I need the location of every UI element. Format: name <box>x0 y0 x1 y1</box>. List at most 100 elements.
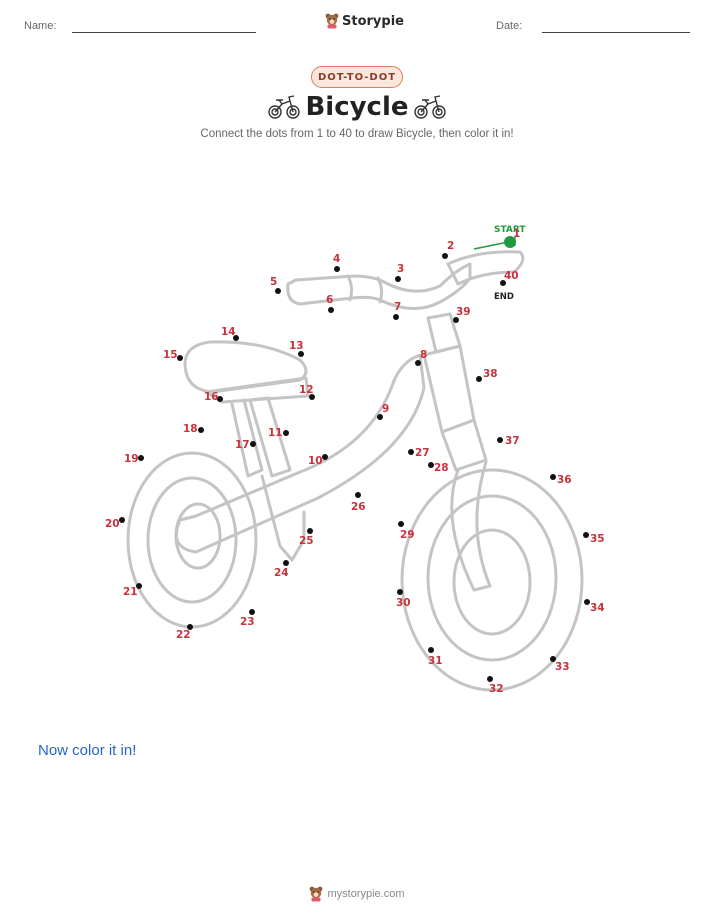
numbered-dots: 1234567891011121314151617181920212223242… <box>105 228 605 695</box>
dot-label-3: 3 <box>397 263 404 275</box>
color-prompt: Now color it in! <box>38 742 137 759</box>
dot-28 <box>428 462 434 468</box>
dot-16 <box>217 396 223 402</box>
dot-29 <box>398 521 404 527</box>
dot-label-12: 12 <box>299 384 314 396</box>
dot-38 <box>476 376 482 382</box>
start-marker: START <box>473 225 526 250</box>
dot-label-11: 11 <box>268 427 283 439</box>
dot-label-23: 23 <box>240 616 255 628</box>
dot-17 <box>250 441 256 447</box>
dot-18 <box>198 427 204 433</box>
bicycle-icon <box>268 95 300 119</box>
dot-label-16: 16 <box>204 391 219 403</box>
dot-40 <box>500 280 506 286</box>
dot-9 <box>377 414 383 420</box>
dot-label-22: 22 <box>176 629 191 641</box>
dot-34 <box>584 599 590 605</box>
dot-label-15: 15 <box>163 349 178 361</box>
dot-8 <box>415 360 421 366</box>
dot-label-28: 28 <box>434 462 449 474</box>
dot-label-2: 2 <box>447 240 454 252</box>
dot-32 <box>487 676 493 682</box>
dot-25 <box>307 528 313 534</box>
dot-37 <box>497 437 503 443</box>
dot-label-30: 30 <box>396 597 411 609</box>
dot-5 <box>275 288 281 294</box>
dot-15 <box>177 355 183 361</box>
dot-4 <box>334 266 340 272</box>
dot-11 <box>283 430 289 436</box>
dot-7 <box>393 314 399 320</box>
footer-url: mystorypie.com <box>327 888 405 900</box>
dot-label-4: 4 <box>333 253 340 265</box>
dot-label-34: 34 <box>590 602 605 614</box>
dot-label-31: 31 <box>428 655 443 667</box>
end-label: END <box>494 292 514 302</box>
dot-20 <box>119 517 125 523</box>
dot-19 <box>138 455 144 461</box>
dot-3 <box>395 276 401 282</box>
date-label: Date: <box>496 20 523 32</box>
dot-26 <box>355 492 361 498</box>
dot-12 <box>309 394 315 400</box>
instructions: Connect the dots from 1 to 40 to draw Bi… <box>200 128 514 140</box>
dot-21 <box>136 583 142 589</box>
dot-label-21: 21 <box>123 586 138 598</box>
dot-35 <box>583 532 589 538</box>
dot-label-8: 8 <box>420 349 427 361</box>
dot-33 <box>550 656 556 662</box>
bear-mascot-icon <box>310 886 323 902</box>
dot-2 <box>442 253 448 259</box>
dot-label-38: 38 <box>483 368 498 380</box>
dot-6 <box>328 307 334 313</box>
dot-label-13: 13 <box>289 340 304 352</box>
dot-36 <box>550 474 556 480</box>
dot-label-10: 10 <box>308 455 323 467</box>
dot-label-29: 29 <box>400 529 415 541</box>
dot-13 <box>298 351 304 357</box>
dot-23 <box>249 609 255 615</box>
dot-label-36: 36 <box>557 474 572 486</box>
dot-label-37: 37 <box>505 435 520 447</box>
dot-27 <box>408 449 414 455</box>
dot-label-35: 35 <box>590 533 605 545</box>
dot-label-19: 19 <box>124 453 139 465</box>
bicycle-icon <box>414 95 446 119</box>
dot-label-20: 20 <box>105 518 120 530</box>
brand-name: Storypie <box>342 13 404 29</box>
name-label: Name: <box>24 20 57 32</box>
dot-label-6: 6 <box>326 294 333 306</box>
date-line[interactable] <box>542 32 690 33</box>
bicycle-outline <box>126 250 584 692</box>
dot-label-17: 17 <box>235 439 250 451</box>
dot-label-39: 39 <box>456 306 471 318</box>
dot-31 <box>428 647 434 653</box>
dot-label-1: 1 <box>513 228 520 240</box>
footer: mystorypie.com <box>0 886 714 902</box>
dot-22 <box>187 624 193 630</box>
dot-label-14: 14 <box>221 326 236 338</box>
page-title: Bicycle <box>305 92 409 122</box>
dot-label-7: 7 <box>394 301 401 313</box>
dot-label-27: 27 <box>415 447 430 459</box>
dot-label-25: 25 <box>299 535 314 547</box>
brand: Storypie <box>325 13 404 29</box>
name-line[interactable] <box>72 32 256 33</box>
dot-label-40: 40 <box>504 270 519 282</box>
dot-to-dot-badge: DOT-TO-DOT <box>311 66 403 88</box>
dot-24 <box>283 560 289 566</box>
dot-label-33: 33 <box>555 661 570 673</box>
dot-label-18: 18 <box>183 423 198 435</box>
bear-mascot-icon <box>325 13 339 29</box>
dot-39 <box>453 317 459 323</box>
dot-label-26: 26 <box>351 501 366 513</box>
dot-label-9: 9 <box>382 403 389 415</box>
dot-10 <box>322 454 328 460</box>
dot-label-5: 5 <box>270 276 277 288</box>
dot-label-24: 24 <box>274 567 289 579</box>
dot-30 <box>397 589 403 595</box>
start-label: START <box>494 225 526 235</box>
dot-label-32: 32 <box>489 683 504 695</box>
